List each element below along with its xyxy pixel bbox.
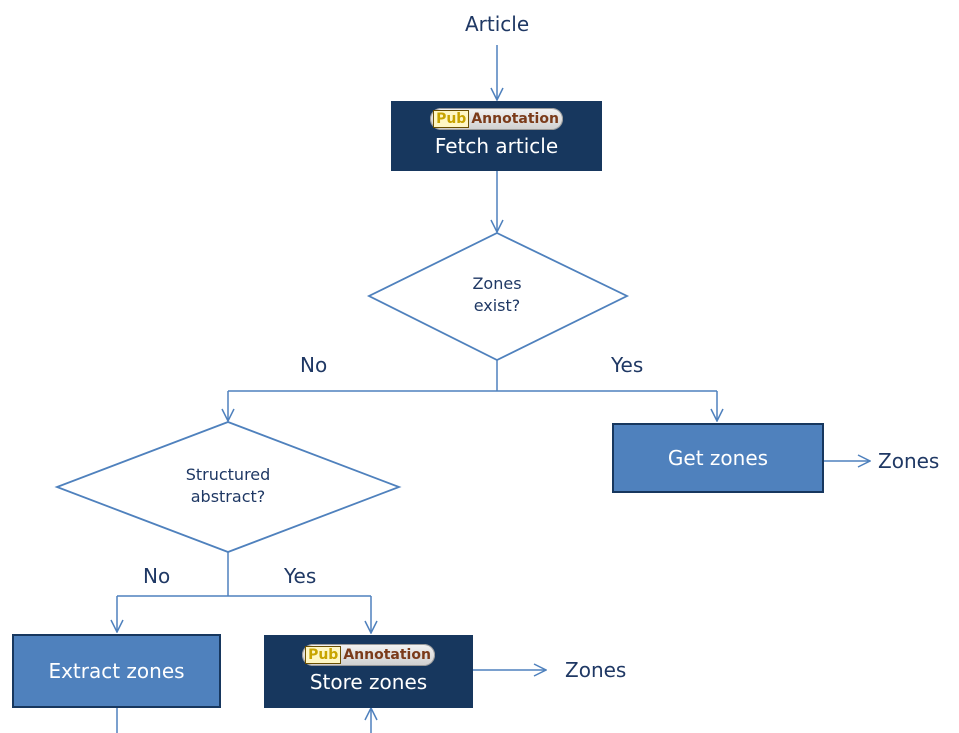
logo-annotation-text: Annotation — [471, 111, 559, 127]
article-label: Article — [465, 12, 530, 36]
fetch-article-label: Fetch article — [434, 134, 559, 158]
decision-zones-exist-line1: Zones — [472, 274, 522, 293]
decision-zones-exist: Zones exist? — [447, 273, 547, 317]
edge-label-yes-structured: Yes — [284, 564, 317, 588]
logo-pub-text-store: Pub — [305, 646, 342, 664]
decision-structured-line2: abstract? — [190, 487, 266, 506]
edge-label-no: No — [300, 353, 328, 377]
logo-annotation-text-store: Annotation — [343, 647, 431, 663]
store-zones-label: Store zones — [309, 670, 428, 694]
edge-label-yes: Yes — [611, 353, 644, 377]
extract-zones-label: Extract zones — [48, 659, 185, 683]
zones-output-right: Zones — [878, 449, 940, 473]
decision-structured-line1: Structured — [185, 465, 271, 484]
edge-label-no-structured: No — [143, 564, 171, 588]
decision-zones-exist-line2: exist? — [473, 296, 521, 315]
logo-pub-text: Pub — [433, 110, 470, 128]
extract-zones-box: Extract zones — [12, 634, 221, 708]
get-zones-label: Get zones — [667, 446, 769, 470]
decision-structured: Structured abstract? — [158, 464, 298, 508]
get-zones-box: Get zones — [612, 423, 824, 493]
zones-output-store: Zones — [565, 658, 627, 682]
